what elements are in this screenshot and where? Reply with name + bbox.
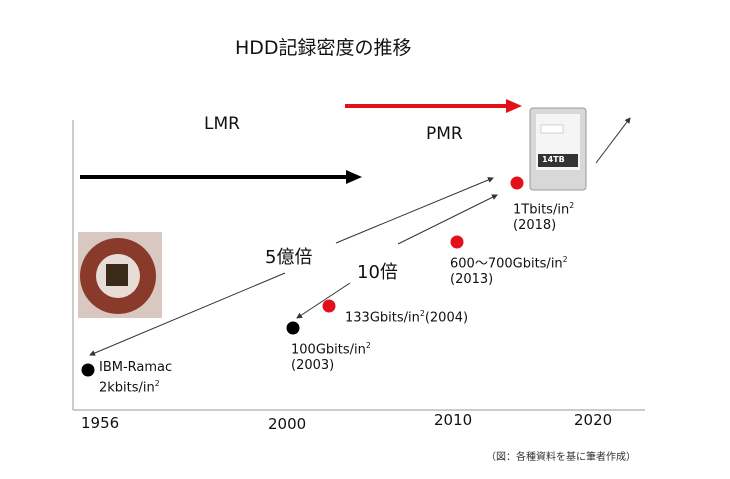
label-line: (2013) [450,272,494,288]
label-2003: 100Gbits/in2 (2003) [291,338,371,374]
label-sup: 2 [569,201,575,210]
hdd-capacity-label: 14TB [542,155,565,164]
label-line: (2003) [291,358,335,374]
point-2003 [286,321,300,335]
label-2013: 600〜700Gbits/in2 (2013) [450,252,568,288]
point-2013 [450,235,464,249]
x-tick-2000: 2000 [268,415,307,433]
hdd-photo [529,107,587,191]
trend-arrow [595,117,631,164]
footnote: （図：各種資料を基に筆者作成） [486,452,636,463]
label-text: 600〜700Gbits/in [450,256,563,272]
multiplier-total: 5億倍 [265,247,313,268]
pmr-label: PMR [426,124,463,144]
multiplier-pmr: 10倍 [357,262,398,283]
label-text: 2kbits/in [99,380,155,396]
label-2004: 133Gbits/in2(2004) [345,306,468,326]
total-range-arrow-down [89,272,286,356]
pmr-range-arrow-up [397,194,498,245]
pmr-arrow [345,99,522,113]
x-tick-2010: 2010 [434,411,473,429]
chart-title: HDD記録密度の推移 [235,37,412,59]
label-text: (2004) [424,310,469,326]
label-ibm-ramac: IBM-Ramac 2kbits/in2 [99,360,172,396]
lmr-arrow [80,170,362,184]
label-sup: 2 [154,379,160,388]
point-2018 [510,176,524,190]
label-sup: 2 [419,309,425,318]
x-tick-1956: 1956 [81,414,120,432]
point-ibm-ramac [81,363,95,377]
label-sup: 2 [562,255,568,264]
label-text: 100Gbits/in [291,342,366,358]
platter-photo [78,232,162,318]
label-2018: 1Tbits/in2 (2018) [513,198,574,234]
lmr-label: LMR [204,114,240,134]
label-line: (2018) [513,218,557,234]
label-line: IBM-Ramac [99,360,173,375]
label-sup: 2 [365,341,371,350]
label-text: 1Tbits/in [513,202,570,218]
x-tick-2020: 2020 [574,411,613,429]
total-range-arrow-up [335,177,494,244]
point-2004 [322,299,336,313]
label-text: 133Gbits/in [345,310,420,326]
pmr-range-arrow-down [296,282,351,319]
